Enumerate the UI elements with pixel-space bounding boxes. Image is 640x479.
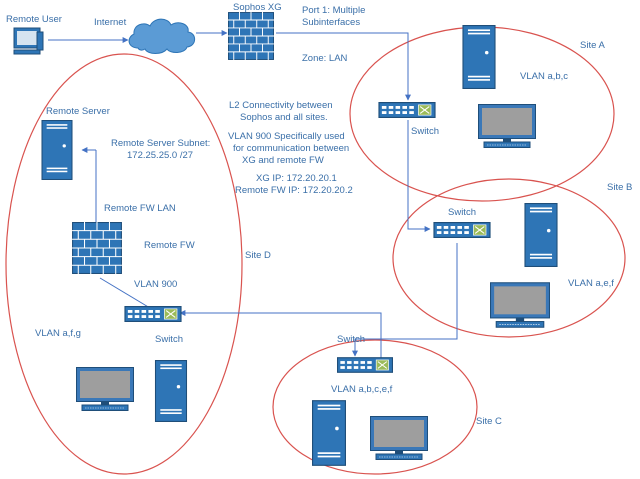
link-switch-a-switch-b (407, 120, 431, 232)
site-c-label: Site C (476, 416, 502, 427)
site-d-vlans: VLAN a,f,g (35, 328, 81, 339)
port1-label-line1: Port 1: Multiple (302, 5, 365, 16)
switch-a-label: Switch (411, 126, 439, 137)
vlan-900-label: VLAN 900 (134, 279, 177, 290)
server-icon (462, 25, 496, 89)
firewall-icon (72, 222, 122, 274)
server-icon (312, 400, 346, 466)
switch-icon (124, 306, 182, 322)
switch-icon (433, 222, 491, 238)
internet-label: Internet (94, 17, 127, 28)
switch-icon (378, 102, 436, 118)
remote-server-label: Remote Server (46, 106, 110, 117)
site-a-vlans: VLAN a,b,c (520, 71, 568, 82)
server-icon (524, 203, 558, 267)
remote-fw-ip-label: Remote FW IP: 172.20.20.2 (235, 185, 353, 196)
server-icon (154, 360, 188, 422)
site-d-label: Site D (245, 250, 271, 261)
remote-subnet-line2: 172.25.25.0 /27 (127, 150, 193, 161)
port1-label-line2: Subinterfaces (302, 17, 360, 28)
link-switch-d-remote-fw (99, 277, 151, 309)
switch-d-label: Switch (155, 334, 183, 345)
switch-icon (337, 357, 393, 373)
vlan900-note-line2: for communication between (233, 143, 349, 154)
site-b-vlans: VLAN a,e,f (568, 278, 614, 289)
site-d-boundary (5, 53, 243, 475)
monitor-icon (370, 415, 428, 461)
remote-fw-lan-label: Remote FW LAN (104, 203, 176, 214)
link-xg-switch-a (276, 32, 411, 101)
monitor-icon (478, 103, 536, 149)
link-switch-c-switch-d (179, 310, 382, 358)
monitor-icon (490, 282, 550, 328)
remote-subnet-line1: Remote Server Subnet: (111, 138, 210, 149)
site-b-boundary (392, 178, 626, 338)
l2-note-line2: Sophos and all sites. (240, 112, 328, 123)
cloud-icon (128, 18, 196, 54)
remote-fw-label: Remote FW (144, 240, 195, 251)
remote-user-label: Remote User (6, 14, 62, 25)
xg-ip-label: XG IP: 172.20.20.1 (256, 173, 337, 184)
connections (48, 30, 458, 358)
vlan900-note-line3: XG and remote FW (242, 155, 324, 166)
switch-b-label: Switch (448, 207, 476, 218)
server-icon (41, 120, 73, 180)
site-c-vlans: VLAN a,b,c,e,f (331, 384, 393, 395)
switch-c-label: Switch (337, 334, 365, 345)
firewall-icon (228, 12, 274, 60)
site-a-label: Site A (580, 40, 605, 51)
monitor-icon (76, 366, 134, 412)
l2-note-line1: L2 Connectivity between (229, 100, 333, 111)
site-c-boundary (272, 339, 478, 475)
sophos-xg-label: Sophos XG (233, 2, 282, 13)
desktop-icon (13, 27, 44, 55)
vlan900-note-line1: VLAN 900 Specifically used (228, 131, 345, 142)
link-switch-b-switch-c (352, 243, 458, 357)
zone-lan-label: Zone: LAN (302, 53, 348, 64)
site-b-label: Site B (607, 182, 632, 193)
